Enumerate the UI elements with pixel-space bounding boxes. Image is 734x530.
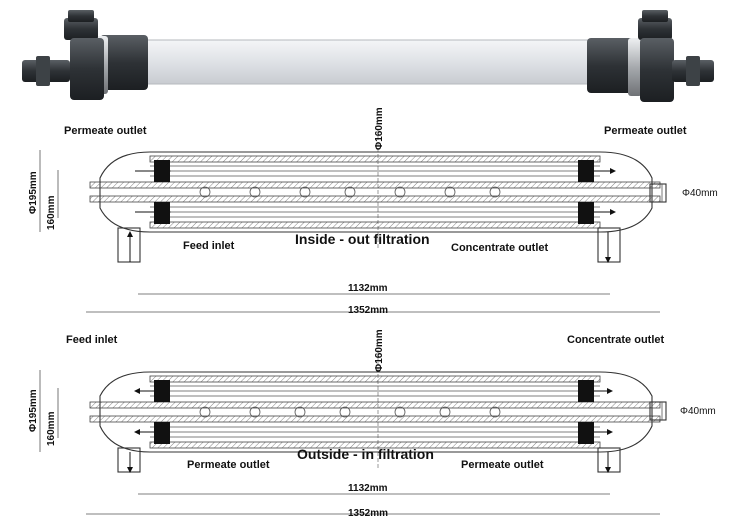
top-left-bottom-label: Feed inlet xyxy=(183,240,235,252)
right-pipe-body xyxy=(640,38,674,102)
top-housing-outline xyxy=(99,151,653,233)
bottom-potting-right-lower xyxy=(578,422,594,444)
bottom-center-pipe xyxy=(89,401,661,409)
left-top-port xyxy=(64,18,98,40)
bottom-outer-diameter-label: Φ195mm xyxy=(28,389,39,432)
top-housing-wall-upper xyxy=(149,155,601,163)
top-total-length: 1352mm xyxy=(348,305,388,316)
top-center-pipe xyxy=(89,181,661,189)
module-photo xyxy=(22,10,714,102)
right-top-fitting xyxy=(642,10,668,22)
membrane-housing-tube xyxy=(144,39,591,85)
bottom-potting-left-lower xyxy=(154,422,170,444)
top-port-label: Φ40mm xyxy=(682,188,718,199)
left-top-fitting xyxy=(68,10,94,22)
bottom-housing-wall-lower xyxy=(149,441,601,449)
bottom-inner-length: 1132mm xyxy=(348,483,388,494)
bottom-diameter-label: Φ160mm xyxy=(374,329,385,372)
bottom-port-label: Φ40mm xyxy=(680,406,716,417)
top-title: Inside - out filtration xyxy=(295,231,430,247)
bottom-total-length: 1352mm xyxy=(348,508,388,519)
bottom-title: Outside - in filtration xyxy=(297,446,434,462)
top-left-bottom-port xyxy=(117,227,141,263)
top-outer-diameter-label: Φ195mm xyxy=(28,171,39,214)
bottom-flow-arrows xyxy=(127,388,613,473)
top-left-top-label: Permeate outlet xyxy=(64,125,147,137)
bottom-housing-wall-upper xyxy=(149,375,601,383)
bottom-housing-outline xyxy=(99,371,653,453)
left-pipe-body xyxy=(70,38,104,100)
left-side-fitting xyxy=(36,56,50,86)
bottom-right-top-label: Concentrate outlet xyxy=(567,334,665,346)
top-diagram: Permeate outlet Permeate outlet Feed inl… xyxy=(28,107,718,316)
bottom-right-side-port xyxy=(649,401,667,421)
top-fibres xyxy=(150,165,600,218)
top-potting-right-lower xyxy=(578,202,594,224)
bottom-height-label: 160mm xyxy=(46,411,57,446)
top-flow-arrows xyxy=(127,168,616,263)
bottom-right-bottom-label: Permeate outlet xyxy=(461,459,544,471)
top-right-side-port xyxy=(649,183,667,203)
top-housing-wall-lower xyxy=(149,221,601,229)
top-height-label: 160mm xyxy=(46,195,57,230)
top-inner-length: 1132mm xyxy=(348,283,388,294)
top-center-pipe-2 xyxy=(89,195,661,203)
right-top-port xyxy=(638,18,672,40)
bottom-left-top-label: Feed inlet xyxy=(66,334,118,346)
top-right-bottom-port xyxy=(597,227,621,263)
right-side-fitting xyxy=(686,56,700,86)
top-diameter-label: Φ160mm xyxy=(374,107,385,150)
right-clamp xyxy=(628,38,642,96)
bottom-center-pipe-2 xyxy=(89,415,661,423)
top-right-top-label: Permeate outlet xyxy=(604,125,687,137)
top-flow-symbols xyxy=(199,186,501,198)
bottom-diagram: Feed inlet Concentrate outlet Permeate o… xyxy=(28,329,716,519)
left-end-cap xyxy=(100,35,148,90)
right-end-cap xyxy=(587,38,635,93)
bottom-left-bottom-label: Permeate outlet xyxy=(187,459,270,471)
bottom-fibres xyxy=(150,385,600,438)
top-potting-left-lower xyxy=(154,202,170,224)
bottom-flow-symbols xyxy=(199,406,501,418)
top-right-bottom-label: Concentrate outlet xyxy=(451,242,549,254)
